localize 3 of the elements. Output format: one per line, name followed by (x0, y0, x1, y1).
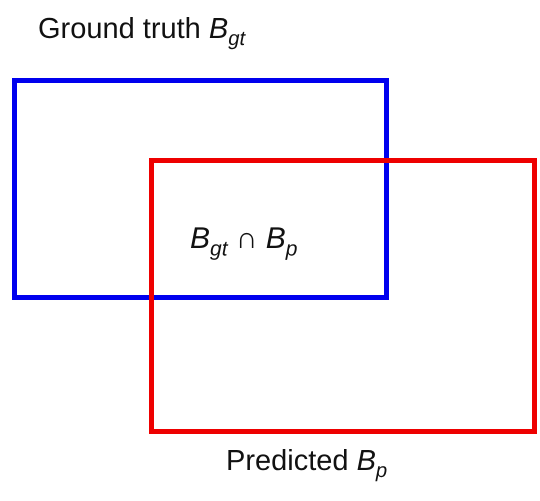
intersection-label: B$_{gt}$ ∩ B$_{p}$ (190, 222, 298, 262)
box-label: Predicted B$_{p}$ (226, 444, 388, 484)
box-label: Ground truth B$_{gt}$ (38, 12, 246, 52)
